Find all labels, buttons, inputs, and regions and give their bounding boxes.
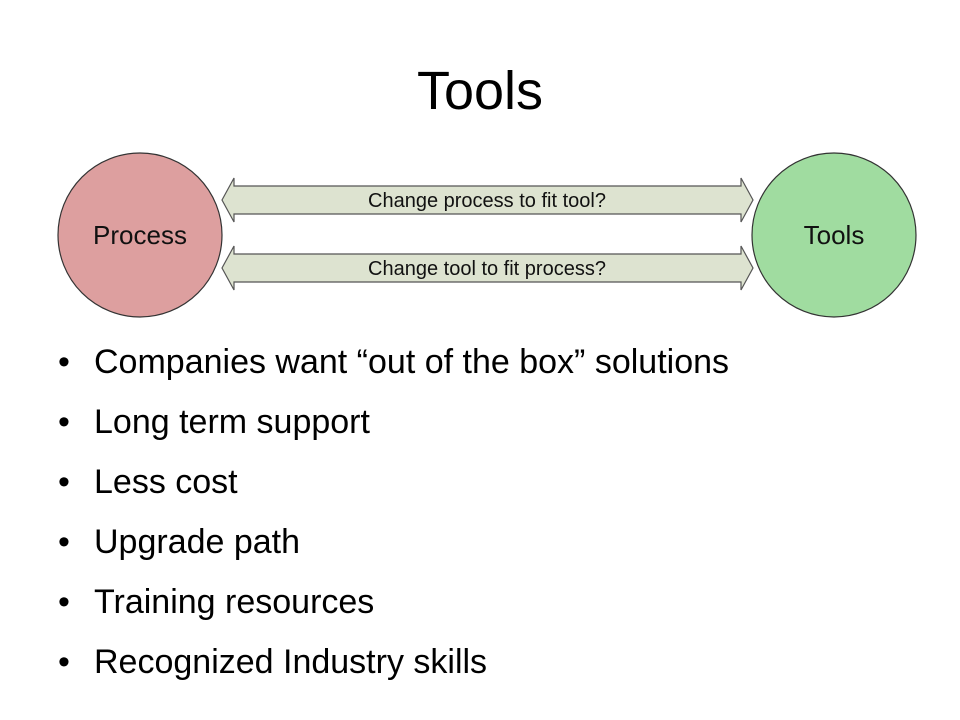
- bullet-text: Recognized Industry skills: [94, 643, 488, 681]
- bullet-text: Companies want “out of the box” solution…: [94, 343, 730, 381]
- bullet-item: • Less cost: [58, 452, 938, 512]
- bullet-item: • Long term support: [58, 392, 938, 452]
- arrow-top: [221, 177, 754, 223]
- tools-node: [751, 152, 917, 318]
- process-tools-diagram: Change process to fit tool? Change tool …: [57, 152, 917, 318]
- bullet-list: • Companies want “out of the box” solutio…: [58, 332, 938, 692]
- bullet-text: Long term support: [94, 403, 370, 441]
- slide-title: Tools: [416, 61, 544, 121]
- bullet-dot: •: [58, 523, 70, 561]
- bullet-dot: •: [58, 343, 70, 381]
- process-node: [57, 152, 223, 318]
- bullet-dot: •: [58, 583, 70, 621]
- bullet-item: • Upgrade path: [58, 512, 938, 572]
- arrow-bottom: [221, 245, 754, 291]
- bullet-text: Training resources: [94, 583, 375, 621]
- bullet-dot: •: [58, 403, 70, 441]
- arrow-bottom-label: Change tool to fit process?: [368, 258, 606, 280]
- tools-node-label: Tools: [804, 220, 865, 250]
- process-node-label: Process: [93, 220, 187, 250]
- arrow-top-label: Change process to fit tool?: [368, 190, 606, 212]
- bullet-text: Less cost: [94, 463, 238, 501]
- bullet-item: • Companies want “out of the box” solutio…: [58, 332, 938, 392]
- bullet-item: • Recognized Industry skills: [58, 632, 938, 692]
- bullet-dot: •: [58, 463, 70, 501]
- bullet-dot: •: [58, 643, 70, 681]
- bullet-item: • Training resources: [58, 572, 938, 632]
- bullet-text: Upgrade path: [94, 523, 301, 561]
